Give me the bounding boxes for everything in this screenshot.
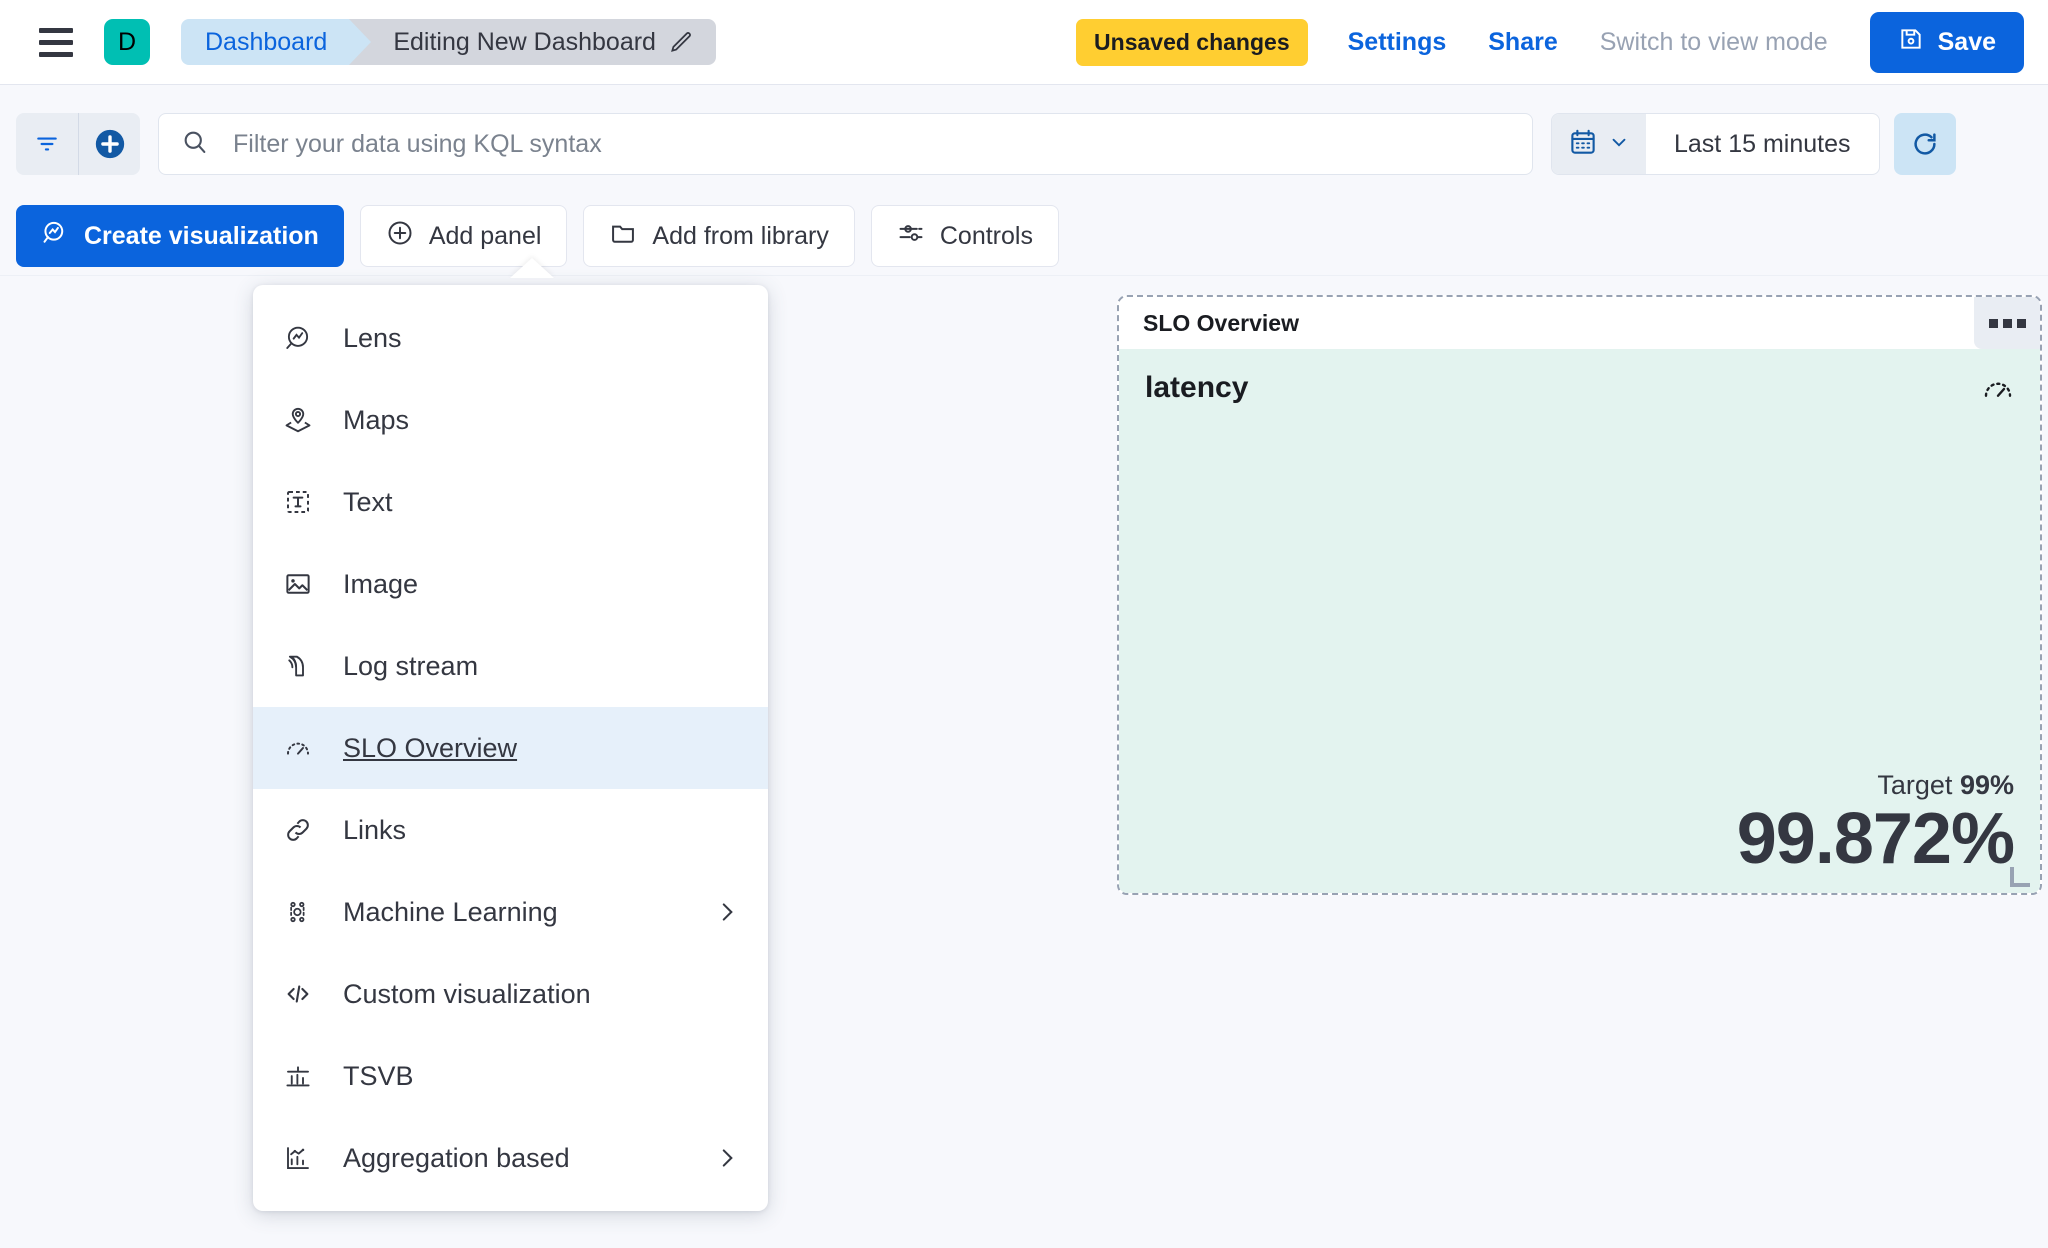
menu-item-links[interactable]: Links <box>253 789 768 871</box>
menu-item-label: Maps <box>343 404 410 435</box>
log-stream-icon <box>281 651 315 681</box>
popover-arrow <box>510 258 554 278</box>
filter-icon[interactable] <box>16 113 78 175</box>
slo-target-label: Target <box>1877 769 1953 800</box>
lens-icon <box>281 323 315 353</box>
menu-item-log-stream[interactable]: Log stream <box>253 625 768 707</box>
create-visualization-button[interactable]: Create visualization <box>16 205 344 267</box>
save-button[interactable]: Save <box>1869 11 2024 73</box>
menu-item-image[interactable]: Image <box>253 543 768 625</box>
menu-item-maps[interactable]: Maps <box>253 379 768 461</box>
date-picker[interactable]: Last 15 minutes <box>1551 113 1880 175</box>
lens-icon <box>41 219 69 254</box>
slo-metrics: Target 99% 99.872% <box>1736 770 2015 879</box>
query-bar: Last 15 minutes <box>0 85 2048 203</box>
code-icon <box>281 979 315 1009</box>
folder-icon <box>609 219 637 254</box>
link-icon <box>281 815 315 845</box>
menu-item-lens[interactable]: Lens <box>253 297 768 379</box>
add-from-library-label: Add from library <box>652 221 829 250</box>
settings-link[interactable]: Settings <box>1347 27 1447 56</box>
share-link[interactable]: Share <box>1488 27 1558 56</box>
machine-learning-icon <box>281 897 315 927</box>
search-box[interactable] <box>158 113 1533 175</box>
map-marker-layers-icon <box>281 405 315 435</box>
chevron-right-icon <box>714 1145 740 1171</box>
breadcrumb-item-editing[interactable]: Editing New Dashboard <box>349 19 716 65</box>
menu-item-machine-learning[interactable]: Machine Learning <box>253 871 768 953</box>
switch-to-view-mode-link[interactable]: Switch to view mode <box>1599 27 1828 56</box>
calendar-icon <box>1568 127 1598 162</box>
menu-item-label: Aggregation based <box>343 1142 570 1173</box>
save-button-label: Save <box>1937 27 1996 56</box>
add-filter-button[interactable] <box>78 113 140 175</box>
slo-name: latency <box>1145 371 1249 404</box>
image-icon <box>281 569 315 599</box>
add-panel-button[interactable]: Add panel <box>359 205 568 267</box>
sliders-icon <box>897 219 925 254</box>
panel-body: latency Target 99% 99.872% <box>1119 349 2040 893</box>
ellipsis-squares-icon[interactable] <box>1974 297 2040 349</box>
chevron-down-icon <box>1608 131 1630 158</box>
resize-corner-icon[interactable] <box>2010 867 2030 887</box>
avatar[interactable]: D <box>104 19 150 65</box>
avatar-initial: D <box>117 27 137 56</box>
menu-item-label: Lens <box>343 322 402 353</box>
controls-button[interactable]: Controls <box>870 205 1059 267</box>
text-box-icon <box>281 487 315 517</box>
breadcrumb: Dashboard Editing New Dashboard <box>181 19 716 65</box>
header-actions: Unsaved changes Settings Share Switch to… <box>1076 11 2024 73</box>
tsvb-chart-icon <box>281 1061 315 1091</box>
hamburger-icon[interactable] <box>34 20 78 64</box>
menu-item-label: Custom visualization <box>343 978 591 1009</box>
pencil-icon[interactable] <box>668 29 694 55</box>
panel-header: SLO Overview <box>1119 297 2040 349</box>
plus-circle-icon <box>386 219 414 254</box>
menu-item-slo-overview[interactable]: SLO Overview <box>253 707 768 789</box>
search-input[interactable] <box>233 129 1510 159</box>
breadcrumb-item-dashboard[interactable]: Dashboard <box>181 19 372 65</box>
menu-item-label: Text <box>343 486 393 517</box>
add-from-library-button[interactable]: Add from library <box>583 205 855 267</box>
date-quick-select-button[interactable] <box>1552 114 1646 174</box>
save-disk-icon <box>1898 26 1924 59</box>
menu-item-text[interactable]: Text <box>253 461 768 543</box>
menu-item-label: Image <box>343 568 419 599</box>
top-header: D Dashboard Editing New Dashboard Unsave… <box>0 0 2048 85</box>
slo-target-value: 99% <box>1959 769 2014 800</box>
add-panel-menu: Lens Maps Text <box>253 285 768 1211</box>
menu-item-tsvb[interactable]: TSVB <box>253 1035 768 1117</box>
refresh-button[interactable] <box>1893 113 1956 175</box>
panel-title: SLO Overview <box>1143 309 1299 336</box>
menu-item-label: SLO Overview <box>343 732 518 763</box>
menu-item-label: TSVB <box>343 1060 414 1091</box>
chevron-right-icon <box>714 899 740 925</box>
gauge-icon <box>1980 371 2016 412</box>
gauge-icon <box>281 733 315 763</box>
create-visualization-label: Create visualization <box>84 221 319 250</box>
search-icon <box>181 128 209 161</box>
controls-label: Controls <box>939 221 1033 250</box>
aggregation-chart-icon <box>281 1143 315 1173</box>
filter-button-group <box>16 113 140 175</box>
menu-item-label: Machine Learning <box>343 896 558 927</box>
breadcrumb-label: Editing New Dashboard <box>393 27 656 56</box>
dashboard-toolbar: Create visualization Add panel Add from … <box>16 203 1059 269</box>
breadcrumb-label: Dashboard <box>205 27 328 56</box>
menu-item-custom-visualization[interactable]: Custom visualization <box>253 953 768 1035</box>
menu-item-label: Links <box>343 814 407 845</box>
menu-item-label: Log stream <box>343 650 479 681</box>
slo-current-value: 99.872% <box>1736 798 2015 879</box>
slo-overview-panel[interactable]: SLO Overview latency Target 99% 99.872% <box>1117 295 2042 895</box>
add-panel-label: Add panel <box>428 221 542 250</box>
menu-item-aggregation-based[interactable]: Aggregation based <box>253 1117 768 1199</box>
slo-target: Target 99% <box>1737 770 2014 801</box>
status-badge: Unsaved changes <box>1076 18 1308 66</box>
time-range-label[interactable]: Last 15 minutes <box>1674 129 1851 158</box>
